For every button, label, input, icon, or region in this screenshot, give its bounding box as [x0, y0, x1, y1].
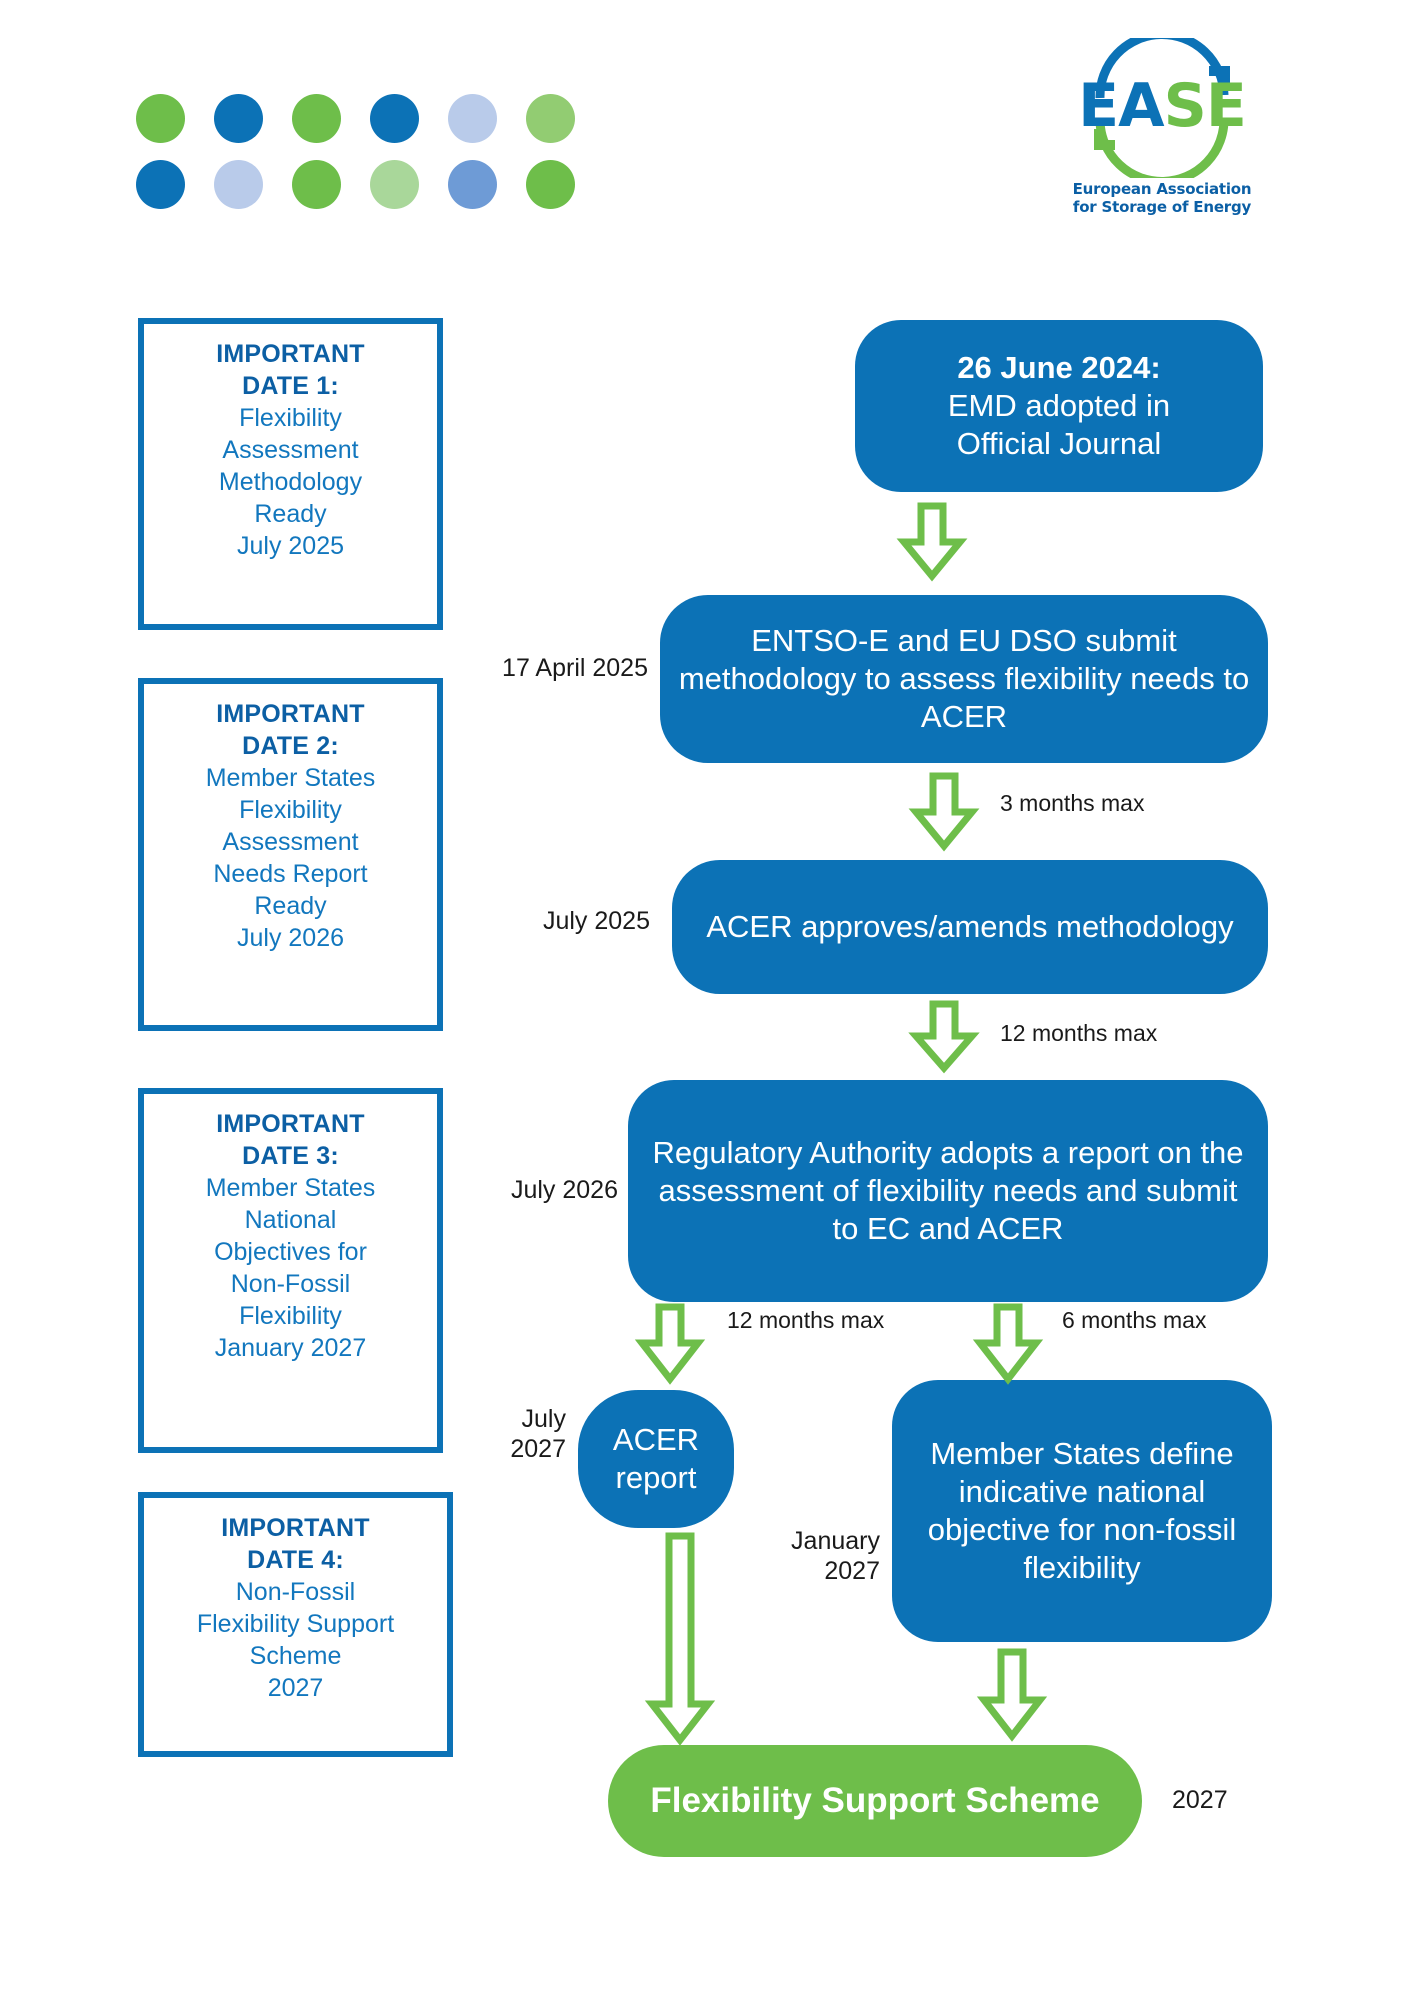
dot	[214, 160, 263, 209]
flow-node-regulatory-authority: Regulatory Authority adopts a report on …	[628, 1080, 1268, 1302]
flow-node-entsoe-submit: ENTSO-E and EU DSO submit methodology to…	[660, 595, 1268, 763]
dot	[448, 160, 497, 209]
duration-label-12-months-max-branch: 12 months max	[727, 1307, 885, 1333]
important-date-box-3: IMPORTANT DATE 3: Member States National…	[138, 1088, 443, 1453]
date-box-2-title-line2: DATE 2:	[242, 732, 339, 760]
arrow-down-icon	[972, 1303, 1044, 1385]
svg-text:EASE: EASE	[1078, 71, 1246, 141]
duration-label-12-months-max: 12 months max	[1000, 1020, 1158, 1046]
date-box-3-body: Member States National Objectives for No…	[205, 1174, 376, 1362]
flow-node-acer-report: ACER report	[578, 1390, 734, 1528]
duration-label-6-months-max: 6 months max	[1062, 1307, 1207, 1333]
dot	[526, 94, 575, 143]
important-date-box-4: IMPORTANT DATE 4: Non-Fossil Flexibility…	[138, 1492, 453, 1757]
flow-node-flexibility-support-scheme: Flexibility Support Scheme	[608, 1745, 1142, 1857]
ease-logo: EASE European Association for Storage of…	[1057, 38, 1267, 223]
dot	[292, 160, 341, 209]
date-box-1-title-line1: IMPORTANT	[216, 340, 365, 368]
arrow-down-icon	[908, 772, 980, 852]
dot	[448, 94, 497, 143]
arrow-down-long-icon	[644, 1532, 716, 1746]
date-box-2-title-line1: IMPORTANT	[216, 700, 365, 728]
dot	[214, 94, 263, 143]
duration-label-3-months-max: 3 months max	[1000, 790, 1145, 816]
side-label-member-states-date: January 2027	[791, 1527, 880, 1585]
dot	[370, 160, 419, 209]
dot	[292, 94, 341, 143]
important-date-box-2: IMPORTANT DATE 2: Member States Flexibil…	[138, 678, 443, 1031]
date-box-4-title-line2: DATE 4:	[247, 1546, 344, 1574]
side-label-acer-approves-date: July 2025	[542, 907, 650, 935]
date-box-1-body: Flexibility Assessment Methodology Ready…	[218, 404, 363, 560]
dot	[526, 160, 575, 209]
flow-node-member-states-objective: Member States define indicative national…	[892, 1380, 1272, 1642]
ease-tagline-line1: European Association	[1072, 180, 1252, 198]
arrow-down-icon	[634, 1303, 706, 1385]
ease-tagline-line2: for Storage of Energy	[1072, 198, 1252, 217]
ease-logo-tagline: European Association for Storage of Ener…	[1057, 180, 1267, 217]
date-box-3-title-line2: DATE 3:	[242, 1142, 339, 1170]
arrow-down-icon	[896, 502, 968, 582]
flow-node-acer-approves: ACER approves/amends methodology	[672, 860, 1268, 994]
arrow-down-icon	[976, 1648, 1048, 1742]
side-label-entsoe-date: 17 April 2025	[502, 654, 648, 682]
side-label-reg-authority-date: July 2026	[510, 1176, 618, 1204]
date-box-1-title-line2: DATE 1:	[242, 372, 339, 400]
dot	[136, 94, 185, 143]
side-label-fss-date: 2027	[1172, 1786, 1228, 1814]
emd-node-date: 26 June 2024:	[957, 350, 1161, 386]
dot	[136, 160, 185, 209]
emd-node-text: EMD adopted in Official Journal	[947, 388, 1171, 461]
date-box-3-title-line1: IMPORTANT	[216, 1110, 365, 1138]
date-box-4-title-line1: IMPORTANT	[221, 1514, 370, 1542]
important-date-box-1: IMPORTANT DATE 1: Flexibility Assessment…	[138, 318, 443, 630]
date-box-2-body: Member States Flexibility Assessment Nee…	[205, 764, 376, 952]
dot	[370, 94, 419, 143]
date-box-4-body: Non-Fossil Flexibility Support Scheme 20…	[196, 1578, 395, 1702]
ease-logo-mark: EASE	[1067, 38, 1257, 178]
decorative-dot-grid	[136, 94, 604, 226]
arrow-down-icon	[908, 1000, 980, 1074]
side-label-acer-report-date: July 2027	[510, 1405, 566, 1463]
flow-node-emd-adopted: 26 June 2024: EMD adopted in Official Jo…	[855, 320, 1263, 492]
